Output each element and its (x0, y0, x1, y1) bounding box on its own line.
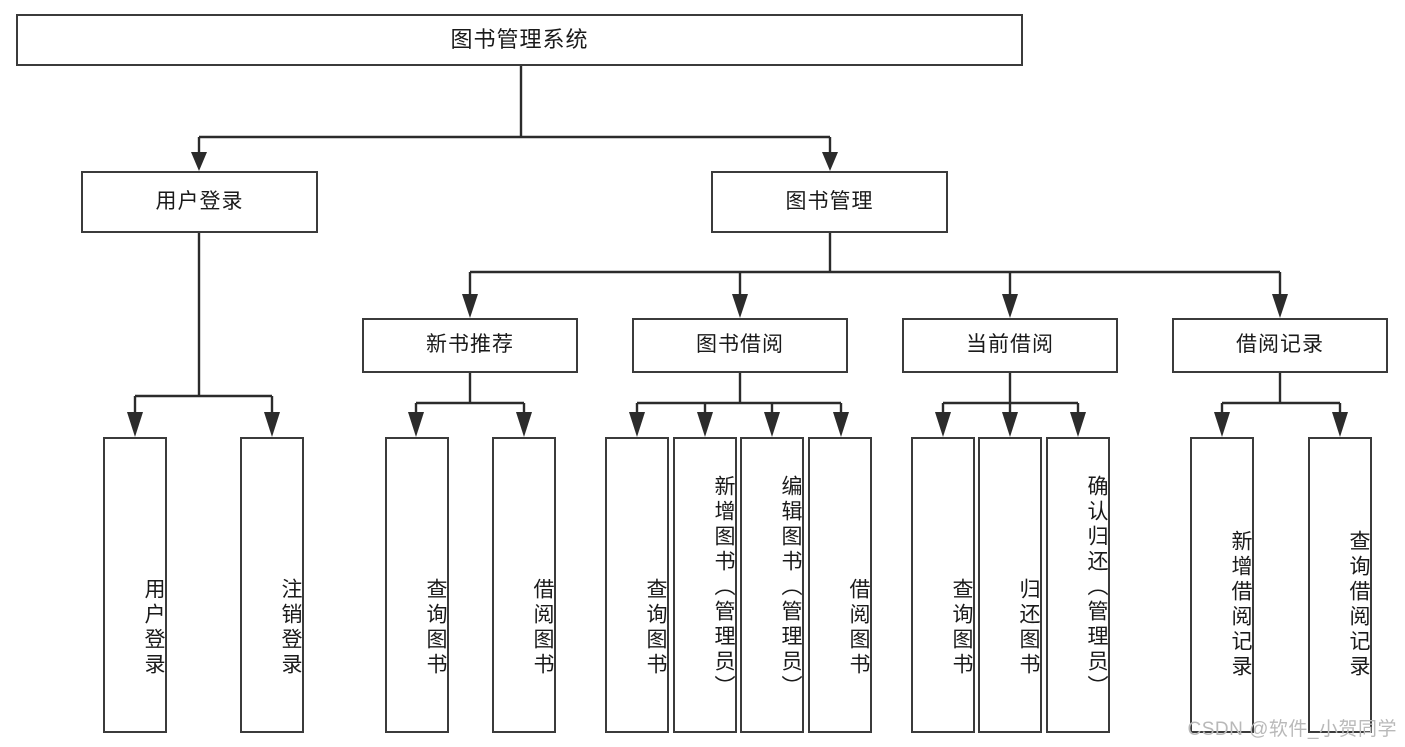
leaf-current-borrow-confirm-return-admin[interactable]: 确认归还（管理员） (1046, 437, 1110, 733)
node-new-book-recommendation[interactable]: 新书推荐 (362, 318, 578, 373)
node-label: 图书借阅 (696, 333, 784, 357)
arrow-leaf-current-borrow-3 (1070, 412, 1086, 437)
leaf-user-login-login[interactable]: 用户登录 (103, 437, 167, 733)
leaf-book-borrow-query-books[interactable]: 查询图书 (605, 437, 669, 733)
node-label: 新增借阅记录 (1229, 530, 1252, 680)
node-user-login[interactable]: 用户登录 (81, 171, 318, 233)
node-label: 确认归还（管理员） (1085, 474, 1108, 700)
node-label: 编辑图书（管理员） (779, 474, 802, 700)
node-book-borrowing[interactable]: 图书借阅 (632, 318, 848, 373)
node-label: 归还图书 (1017, 578, 1040, 678)
node-current-borrowing[interactable]: 当前借阅 (902, 318, 1118, 373)
leaf-book-borrow-edit-book-admin[interactable]: 编辑图书（管理员） (740, 437, 804, 733)
leaf-current-borrow-return-books[interactable]: 归还图书 (978, 437, 1042, 733)
node-label: 用户登录 (142, 578, 165, 678)
leaf-user-login-logout[interactable]: 注销登录 (240, 437, 304, 733)
node-book-management[interactable]: 图书管理 (711, 171, 948, 233)
leaf-borrow-record-add-record[interactable]: 新增借阅记录 (1190, 437, 1254, 733)
arrow-level3-book-borrow (732, 294, 748, 318)
leaf-current-borrow-query-books[interactable]: 查询图书 (911, 437, 975, 733)
node-label: 用户登录 (155, 189, 244, 213)
arrow-root-to-user-login (191, 152, 207, 171)
arrow-leaf-new-book-2 (516, 412, 532, 437)
arrow-leaf-borrow-record-1 (1214, 412, 1230, 437)
arrow-level3-current-borrow (1002, 294, 1018, 318)
node-label: 借阅图书 (847, 578, 870, 678)
arrow-leaf-user-login-1 (127, 412, 143, 437)
node-label: 新增图书（管理员） (712, 474, 735, 700)
leaf-new-book-query-books[interactable]: 查询图书 (385, 437, 449, 733)
node-borrowing-record[interactable]: 借阅记录 (1172, 318, 1388, 373)
leaf-borrow-record-query-record[interactable]: 查询借阅记录 (1308, 437, 1372, 733)
node-label: 查询借阅记录 (1347, 530, 1370, 680)
arrow-root-to-book-mgmt (822, 152, 838, 171)
arrow-leaf-borrow-record-2 (1332, 412, 1348, 437)
node-label: 借阅记录 (1236, 333, 1324, 357)
csdn-watermark: CSDN @软件_小贺同学 (1187, 719, 1397, 740)
leaf-book-borrow-add-book-admin[interactable]: 新增图书（管理员） (673, 437, 737, 733)
arrow-leaf-book-borrow-3 (764, 412, 780, 437)
node-label: 图书管理系统 (450, 27, 589, 53)
node-label: 图书管理 (785, 189, 874, 213)
leaf-book-borrow-borrow-books[interactable]: 借阅图书 (808, 437, 872, 733)
arrow-leaf-book-borrow-1 (629, 412, 645, 437)
node-label: 查询图书 (424, 578, 447, 678)
node-label: 借阅图书 (531, 578, 554, 678)
node-label: 查询图书 (644, 578, 667, 678)
arrow-leaf-user-login-2 (264, 412, 280, 437)
arrow-leaf-book-borrow-4 (833, 412, 849, 437)
arrow-leaf-new-book-1 (408, 412, 424, 437)
arrow-level3-borrow-record (1272, 294, 1288, 318)
node-root-book-management-system[interactable]: 图书管理系统 (16, 14, 1023, 66)
arrow-leaf-book-borrow-2 (697, 412, 713, 437)
leaf-new-book-borrow-books[interactable]: 借阅图书 (492, 437, 556, 733)
node-label: 当前借阅 (966, 333, 1054, 357)
arrow-level3-new-book (462, 294, 478, 318)
arrow-leaf-current-borrow-2 (1002, 412, 1018, 437)
node-label: 查询图书 (950, 578, 973, 678)
node-label: 注销登录 (279, 578, 302, 678)
node-label: 新书推荐 (426, 333, 514, 357)
arrow-leaf-current-borrow-1 (935, 412, 951, 437)
